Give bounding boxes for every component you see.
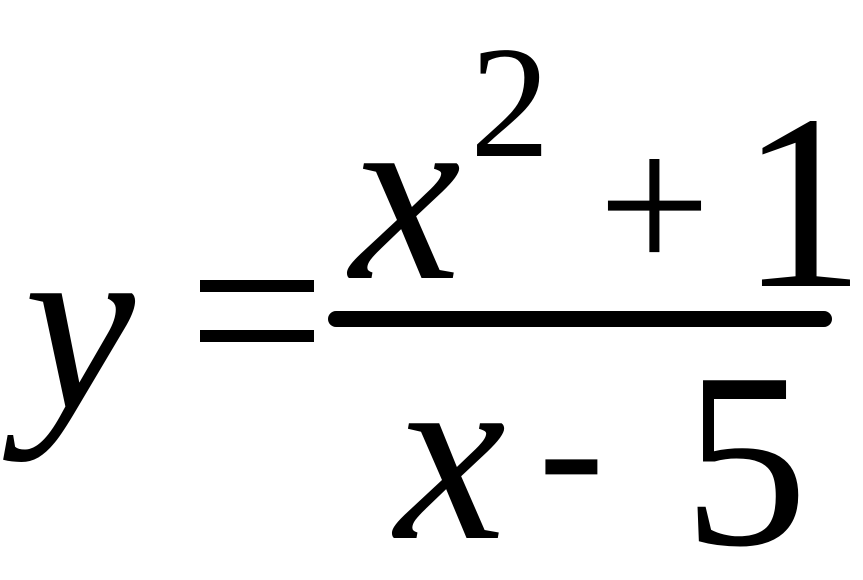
numerator-variable-x: x — [350, 56, 461, 333]
equals-sign: = — [200, 280, 314, 342]
numerator-exponent: 2 — [470, 13, 550, 191]
denominator-constant-five: 5 — [683, 322, 808, 580]
numerator-constant-one: 1 — [740, 64, 863, 341]
fraction-bar — [328, 311, 832, 327]
denominator-variable-x: x — [395, 316, 506, 580]
denominator-minus-operator: - — [538, 337, 605, 558]
numerator-plus-operator: + — [598, 95, 711, 316]
lhs-variable-y: y — [24, 186, 135, 463]
